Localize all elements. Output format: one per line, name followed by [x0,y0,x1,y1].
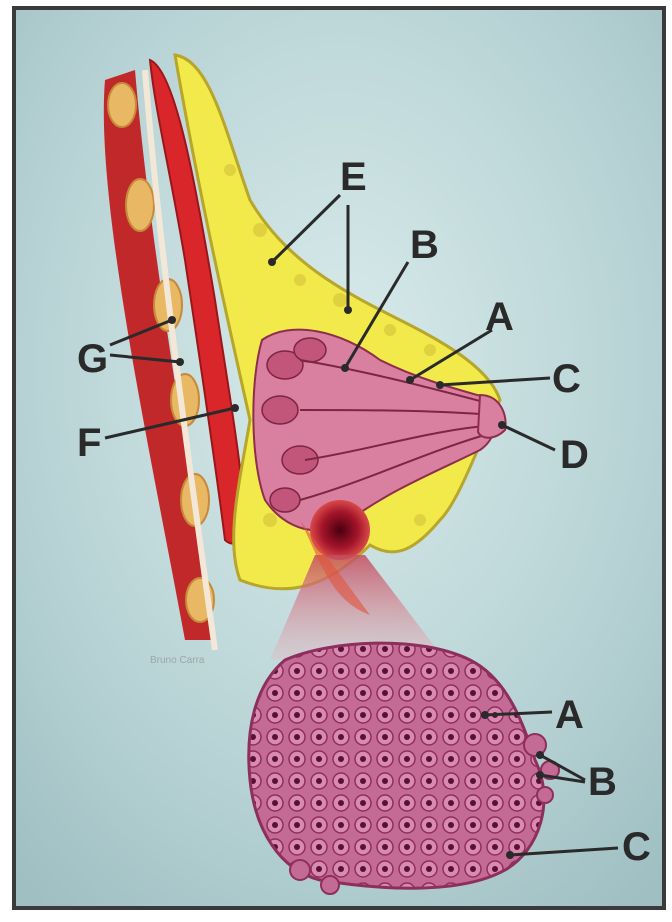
artist-signature: Bruno Carra [150,655,205,666]
label-e: E [340,155,367,199]
label-d: D [560,433,589,477]
label-c: C [552,357,581,401]
label-f: F [77,421,101,465]
label-a-magnified: A [555,693,584,737]
label-a: A [485,295,514,339]
label-c-magnified: C [622,825,651,869]
label-g: G [77,337,108,381]
label-b-magnified: B [588,760,617,804]
label-b: B [410,223,439,267]
